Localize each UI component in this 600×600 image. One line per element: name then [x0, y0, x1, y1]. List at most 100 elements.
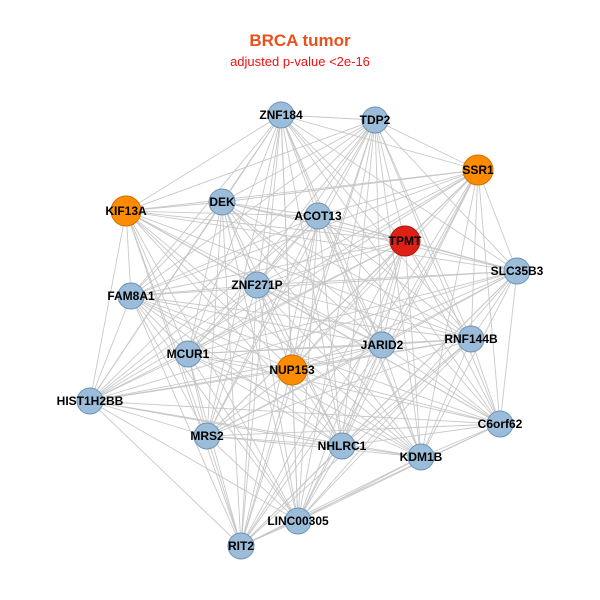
edge [89, 169, 479, 402]
node-circle [407, 443, 435, 471]
node-HIST1H2BB: HIST1H2BB [57, 387, 124, 415]
edge [89, 400, 422, 458]
edge [125, 119, 376, 212]
edge [187, 353, 422, 458]
edge [187, 353, 299, 522]
edge [89, 284, 258, 402]
node-circle [243, 271, 271, 299]
node-circle [503, 257, 531, 285]
node-label: ZNF184 [259, 108, 303, 122]
edge [477, 169, 501, 425]
node-NHLRC1: NHLRC1 [318, 432, 367, 460]
edge [206, 423, 501, 437]
node-TDP2: TDP2 [360, 106, 391, 134]
edge [420, 338, 472, 458]
node-circle [117, 282, 145, 310]
edge [256, 284, 299, 522]
edge [89, 400, 501, 425]
edge [125, 201, 223, 212]
edge [470, 169, 479, 340]
node-circle [389, 225, 421, 257]
edge [206, 435, 343, 447]
edge [89, 400, 208, 437]
node-circle [457, 325, 485, 353]
node-label: MRS2 [190, 429, 224, 443]
edge [221, 201, 501, 425]
node-label: TDP2 [360, 113, 391, 127]
node-FAM8A1: FAM8A1 [107, 282, 155, 310]
edge [187, 338, 472, 355]
edge [374, 119, 501, 425]
edge [89, 400, 299, 522]
edge [130, 201, 223, 297]
edge [317, 215, 383, 346]
edge [240, 369, 293, 547]
edge [130, 295, 383, 346]
edge [420, 270, 518, 458]
edge [280, 114, 479, 171]
edge [187, 353, 293, 371]
edge [280, 114, 383, 346]
edge [221, 201, 319, 217]
edge [125, 210, 518, 272]
edge [125, 210, 242, 547]
node-circle [284, 507, 312, 535]
edge [374, 119, 479, 171]
edge [317, 215, 501, 425]
edge [125, 210, 472, 340]
node-circle [193, 422, 221, 450]
edge [130, 295, 299, 522]
node-LINC00305: LINC00305 [267, 507, 329, 535]
edge [240, 456, 422, 547]
node-KIF13A: KIF13A [105, 195, 147, 227]
node-circle [267, 101, 295, 129]
edge [256, 215, 319, 286]
node-KDM1B: KDM1B [400, 443, 443, 471]
edge [125, 114, 282, 212]
edge [256, 284, 472, 340]
node-circle [208, 188, 236, 216]
edge [89, 400, 242, 547]
edge [206, 240, 406, 437]
edge [130, 295, 501, 425]
edge [221, 201, 383, 346]
edge [240, 344, 383, 547]
edge [89, 119, 376, 402]
chart-title: BRCA tumor [249, 31, 351, 50]
node-DEK: DEK [208, 188, 236, 216]
edge [125, 210, 343, 447]
edge [89, 210, 127, 402]
edge [206, 435, 299, 522]
edge [291, 369, 501, 425]
edge [125, 210, 299, 522]
edge [256, 240, 406, 286]
edge [89, 344, 383, 402]
edge [206, 344, 383, 437]
node-RIT2: RIT2 [227, 532, 255, 560]
edge [187, 353, 242, 547]
edge [221, 201, 343, 447]
edge [297, 445, 343, 522]
edge [89, 295, 132, 402]
edge [341, 344, 383, 447]
edge [130, 295, 242, 547]
node-label: KDM1B [400, 450, 443, 464]
edge [297, 456, 422, 522]
edge [89, 369, 293, 402]
node-C6orf62: C6orf62 [478, 410, 523, 438]
node-circle [174, 340, 202, 368]
edge [130, 295, 189, 355]
node-label: RNF144B [444, 332, 498, 346]
edge [130, 295, 422, 458]
edge [125, 210, 208, 437]
edge-layer [89, 114, 518, 547]
node-label: SLC35B3 [491, 264, 544, 278]
edge [130, 295, 208, 437]
edge [206, 369, 293, 437]
edge [187, 114, 282, 355]
edge [187, 284, 258, 355]
edge [125, 169, 479, 212]
edge [404, 240, 501, 425]
